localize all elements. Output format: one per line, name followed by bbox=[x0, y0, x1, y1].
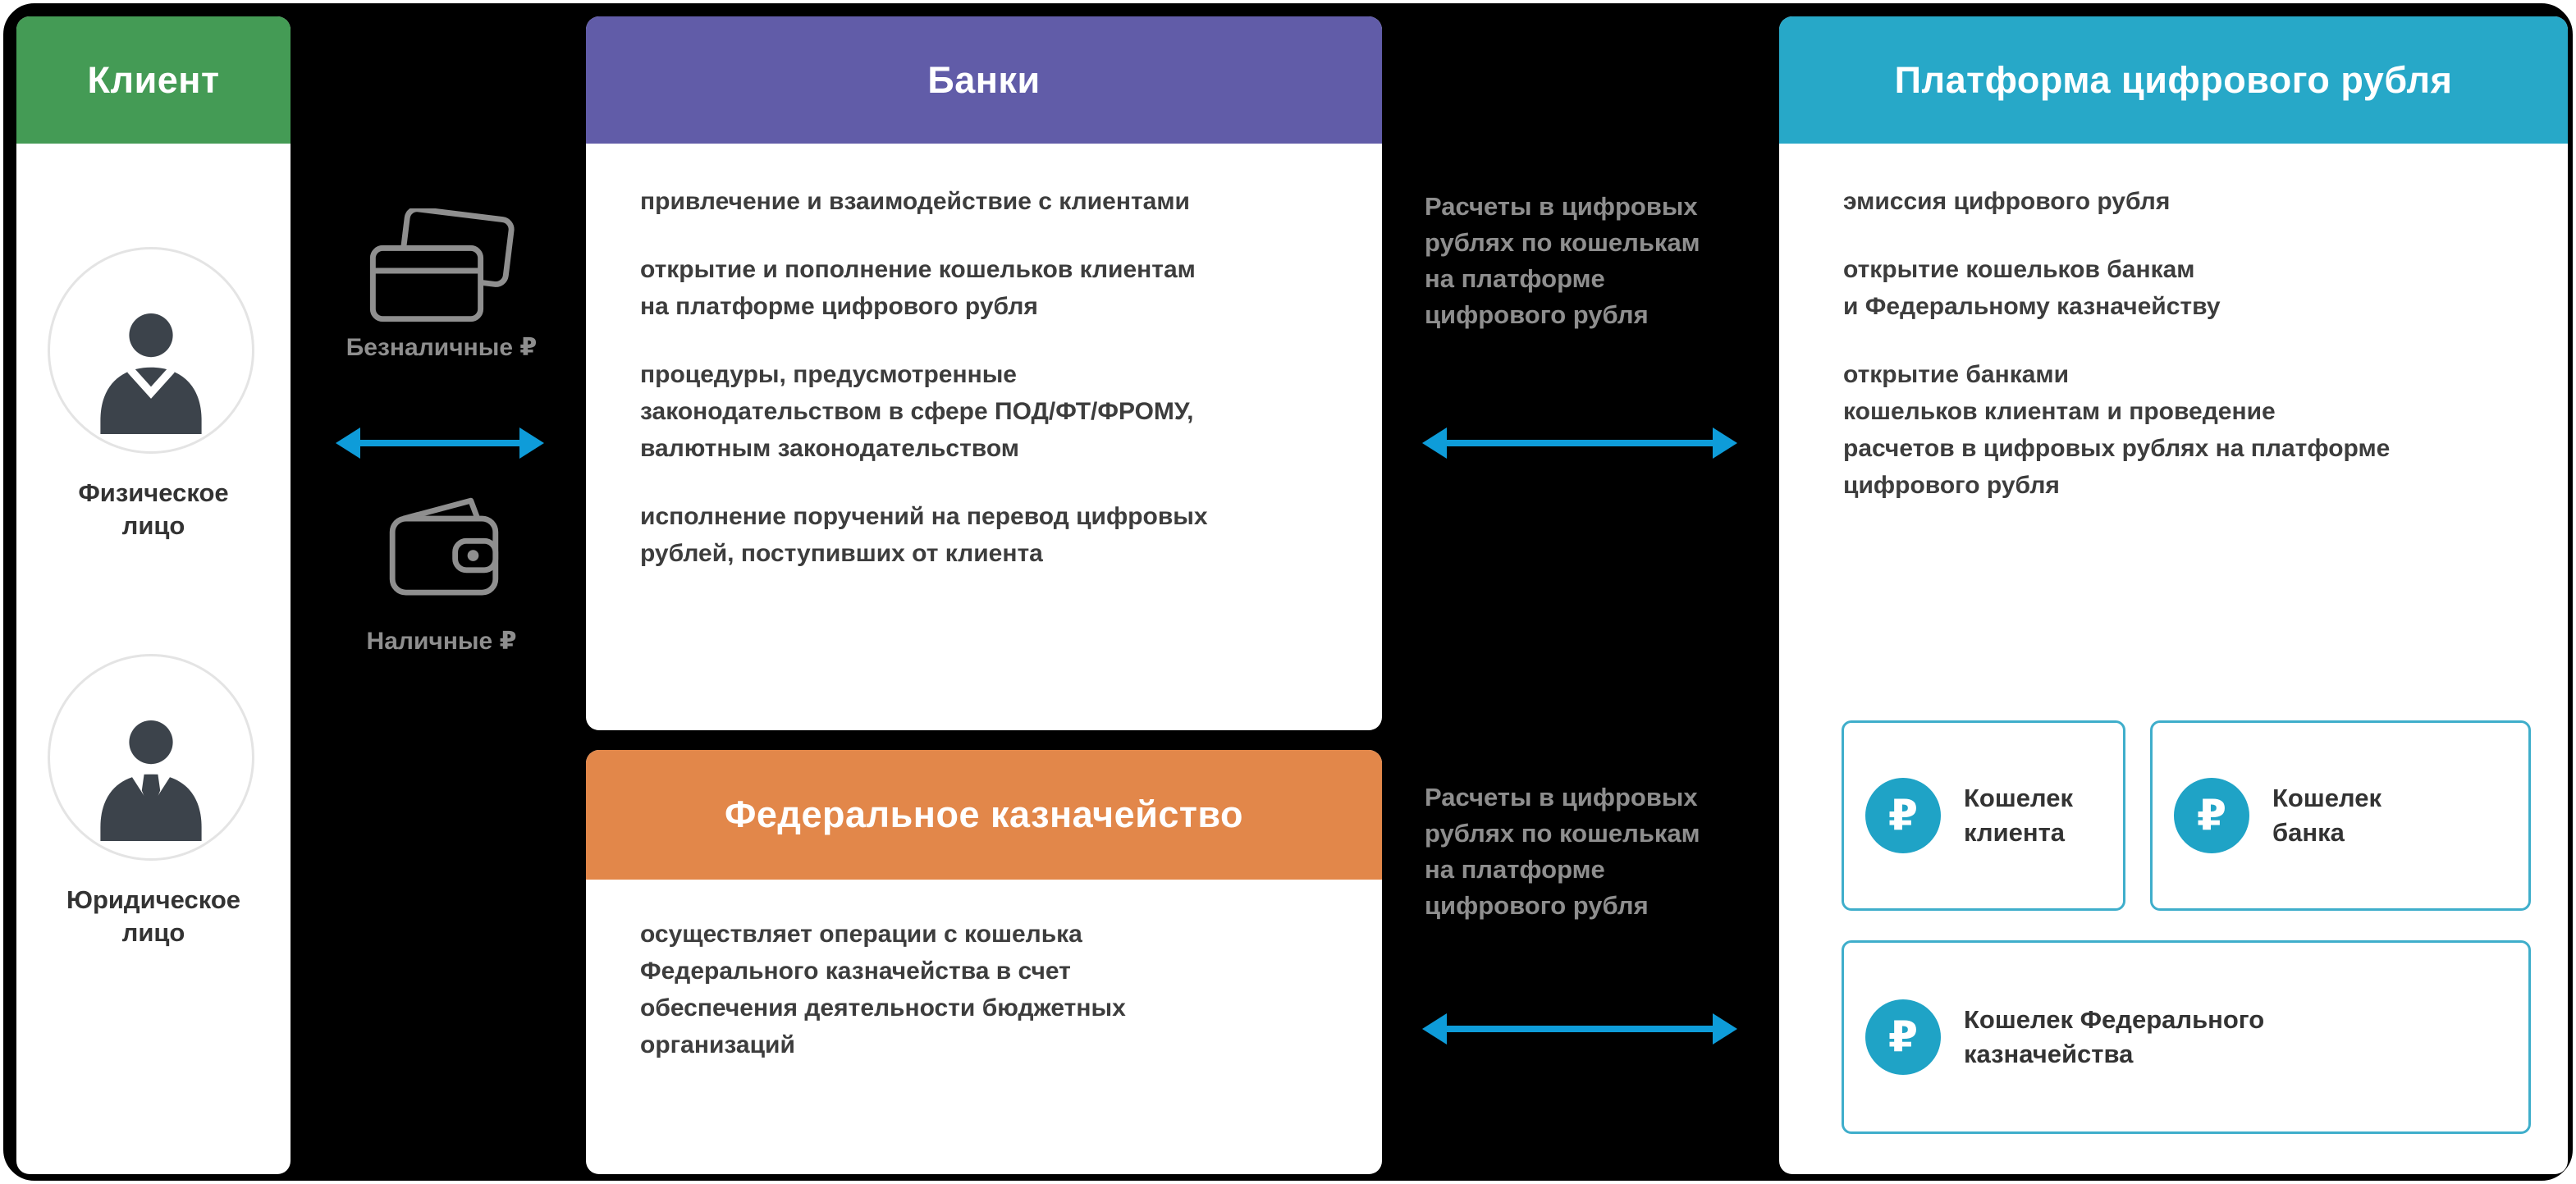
cashless-channel bbox=[364, 206, 520, 328]
treasury-wallet-card: ₽ Кошелек Федерального казначейства bbox=[1842, 940, 2531, 1134]
treasury-text: осуществляет операции с кошелька Федерал… bbox=[640, 921, 1126, 1058]
individual-label: Физическое лицо bbox=[78, 478, 229, 541]
banks-panel-title: Банки bbox=[586, 16, 1382, 144]
platform-panel-body: эмиссия цифрового рубля открытие кошельк… bbox=[1779, 144, 2568, 1174]
platform-panel-title: Платформа цифрового рубля bbox=[1779, 16, 2568, 144]
ruble-sign-icon: ₽ bbox=[2174, 778, 2249, 853]
person-icon bbox=[100, 313, 202, 434]
legal-entity-avatar bbox=[48, 654, 254, 861]
cash-label: Наличные ₽ bbox=[366, 628, 517, 655]
banks-point: исполнение поручений на перевод цифровых… bbox=[640, 503, 1208, 567]
legal-entity-label: Юридическое лицо bbox=[66, 885, 241, 948]
banks-point: процедуры, предусмотренные законодательс… bbox=[640, 361, 1194, 462]
client-wallet-label: Кошелек клиента bbox=[1964, 784, 2073, 847]
banks-panel-body: привлечение и взаимодействие с клиентами… bbox=[586, 144, 1382, 730]
bank-wallet-card: ₽ Кошелек банка bbox=[2150, 720, 2531, 911]
banks-panel: Банки привлечение и взаимодействие с кли… bbox=[586, 16, 1382, 730]
wallet-icon bbox=[389, 497, 499, 596]
treasury-panel-title: Федеральное казначейство bbox=[586, 750, 1382, 880]
ruble-sign-icon: ₽ bbox=[1865, 778, 1941, 853]
ruble-sign-icon: ₽ bbox=[1865, 999, 1941, 1075]
treasury-wallet-label: Кошелек Федерального казначейства bbox=[1964, 1005, 2265, 1068]
treasury-panel: Федеральное казначейство осуществляет оп… bbox=[586, 750, 1382, 1174]
double-arrow-icon bbox=[1422, 1013, 1737, 1045]
double-arrow-icon bbox=[336, 427, 544, 459]
settlement-label-bottom: Расчеты в цифровых рублях по кошелькам н… bbox=[1425, 783, 1700, 921]
platform-point: открытие банками кошельков клиентам и пр… bbox=[1843, 361, 2391, 499]
bank-wallet-label: Кошелек банка bbox=[2272, 784, 2382, 847]
bank-cards-icon bbox=[369, 206, 515, 322]
banks-point: привлечение и взаимодействие с клиентами bbox=[640, 188, 1190, 215]
cash-channel bbox=[386, 494, 502, 610]
individual-avatar bbox=[48, 247, 254, 454]
person-tie-icon bbox=[100, 720, 202, 841]
banks-point: открытие и пополнение кошельков клиентам… bbox=[640, 256, 1196, 320]
platform-point: эмиссия цифрового рубля bbox=[1843, 188, 2171, 215]
client-panel-title: Клиент bbox=[16, 16, 291, 144]
client-wallet-card: ₽ Кошелек клиента bbox=[1842, 720, 2125, 911]
platform-point: открытие кошельков банкам и Федеральному… bbox=[1843, 256, 2221, 320]
cashless-label: Безналичные ₽ bbox=[345, 334, 538, 361]
client-panel-body: Физическое лицо Юридическое лицо bbox=[16, 144, 291, 1174]
settlement-label-top: Расчеты в цифровых рублях по кошелькам н… bbox=[1425, 192, 1700, 330]
double-arrow-icon bbox=[1422, 427, 1737, 459]
client-panel: Клиент Физическое лицо Юридическое лицо bbox=[16, 16, 291, 1174]
treasury-panel-body: осуществляет операции с кошелька Федерал… bbox=[586, 880, 1382, 1174]
